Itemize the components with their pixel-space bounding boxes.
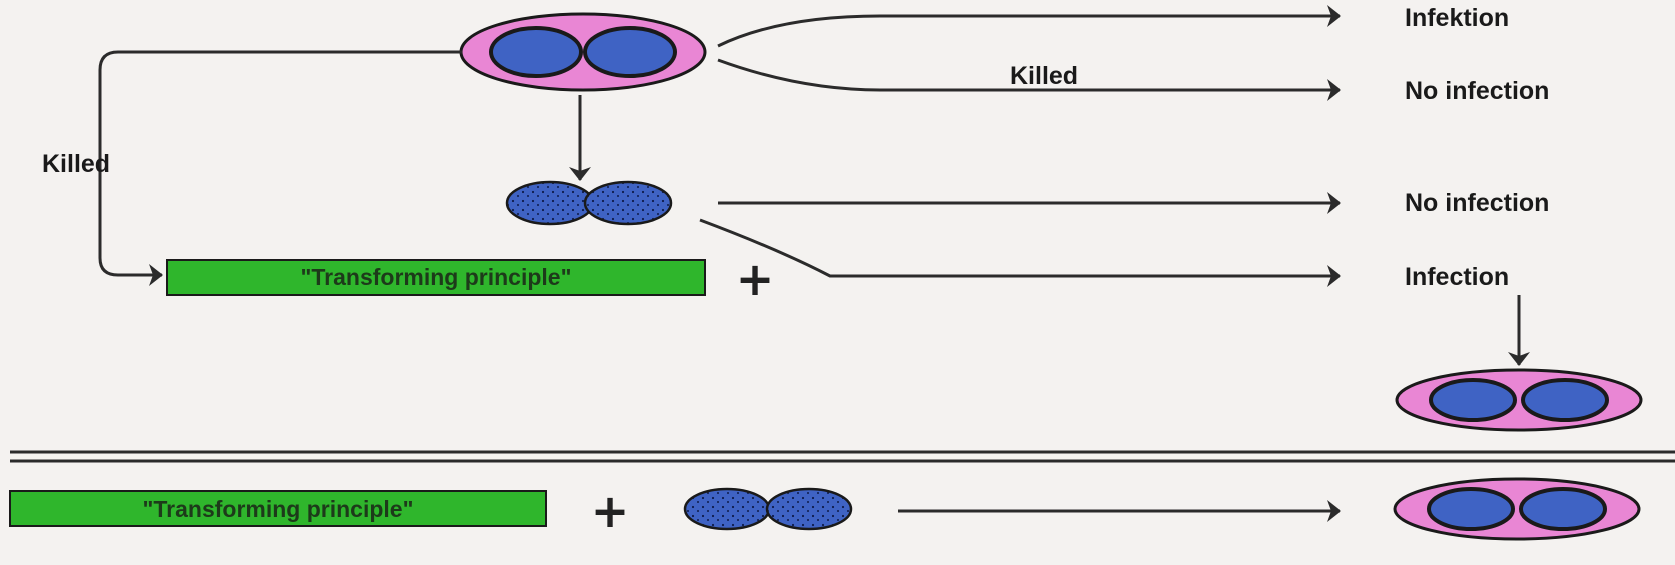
encapsulated-bacterium-bottom-result [1395, 479, 1639, 539]
divider-line [10, 452, 1675, 461]
label-infektion: Infektion [1405, 4, 1509, 32]
arrow-to-infektion [718, 16, 1340, 46]
rough-bacterium-middle [507, 182, 671, 224]
encapsulated-bacterium-result [1397, 370, 1641, 430]
encapsulated-bacterium-top [461, 14, 705, 90]
arrow-killed-left-path [100, 52, 462, 275]
arrow-to-infection [700, 220, 1340, 276]
transforming-principle-text-top: "Transforming principle" [300, 264, 571, 290]
label-killed-left: Killed [42, 150, 110, 178]
transforming-principle-text-bottom: "Transforming principle" [142, 496, 413, 522]
plus-sign-bottom: + [591, 484, 630, 538]
label-no-infection-1: No infection [1405, 77, 1549, 105]
plus-sign-top: + [736, 252, 775, 306]
label-infection: Infection [1405, 263, 1509, 291]
label-no-infection-2: No infection [1405, 189, 1549, 217]
rough-bacterium-bottom [685, 489, 851, 529]
label-killed-right: Killed [1010, 62, 1078, 90]
